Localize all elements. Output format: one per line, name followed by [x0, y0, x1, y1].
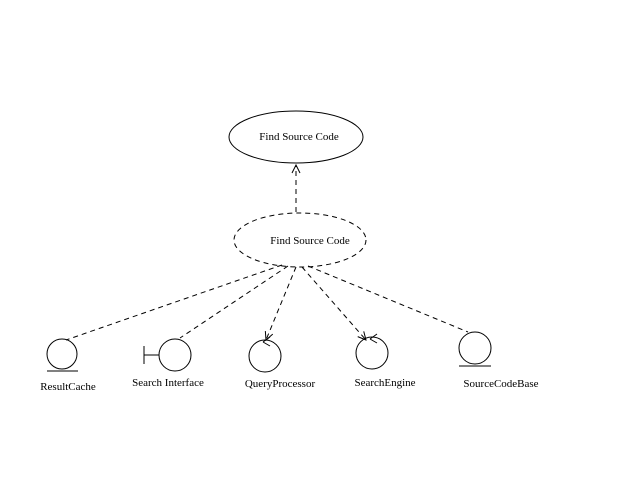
entity-icon: [458, 331, 492, 367]
class-source-code-base[interactable]: SourceCodeBase: [458, 331, 539, 390]
class-label-search-engine: SearchEngine: [354, 377, 415, 389]
link-query-processor: [266, 266, 297, 340]
link-search-interface: [179, 265, 289, 339]
collaboration-find-source-code[interactable]: Find Source Code: [233, 212, 367, 268]
class-label-query-processor: QueryProcessor: [245, 378, 316, 390]
class-query-processor[interactable]: QueryProcessor: [245, 336, 316, 390]
class-label-result-cache: ResultCache: [40, 381, 96, 393]
link-search-engine: [301, 266, 366, 340]
boundary-icon: [143, 338, 192, 372]
link-source-code-base: [307, 265, 469, 333]
collaboration-label: Find Source Code: [270, 235, 350, 247]
control-icon: [355, 333, 389, 370]
class-result-cache[interactable]: ResultCache: [40, 338, 96, 393]
entity-icon: [46, 338, 78, 372]
class-label-search-interface: Search Interface: [132, 377, 204, 389]
use-case-find-source-code[interactable]: Find Source Code: [228, 110, 364, 164]
class-label-source-code-base: SourceCodeBase: [463, 378, 538, 390]
class-search-engine[interactable]: SearchEngine: [354, 333, 416, 389]
class-search-interface[interactable]: Search Interface: [132, 338, 204, 389]
use-case-label: Find Source Code: [259, 131, 339, 143]
link-result-cache: [65, 264, 283, 341]
control-icon: [248, 336, 282, 373]
